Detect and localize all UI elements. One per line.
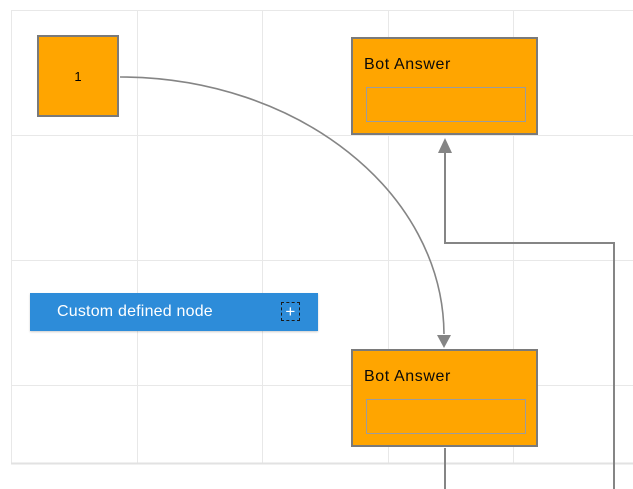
start-node[interactable]: 1 xyxy=(37,35,119,117)
answer-input-box[interactable] xyxy=(366,87,526,122)
bot-answer-title: Bot Answer xyxy=(364,368,451,385)
arrowhead-down-icon xyxy=(437,335,451,348)
plus-icon: + xyxy=(285,302,296,321)
arrowhead-up-icon xyxy=(438,138,452,153)
custom-defined-node[interactable]: Custom defined node + xyxy=(30,293,318,331)
custom-node-label: Custom defined node xyxy=(57,303,213,320)
add-port-button[interactable]: + xyxy=(281,302,300,321)
grid xyxy=(11,10,633,465)
start-node-label: 1 xyxy=(74,68,82,84)
bot-answer-title: Bot Answer xyxy=(364,56,451,73)
bot-answer-node-top[interactable]: Bot Answer xyxy=(351,37,538,135)
answer-input-box[interactable] xyxy=(366,399,526,434)
connector-orthogonal[interactable] xyxy=(438,138,615,489)
connector-curve[interactable] xyxy=(119,76,451,348)
bot-answer-node-bottom[interactable]: Bot Answer xyxy=(351,349,538,447)
